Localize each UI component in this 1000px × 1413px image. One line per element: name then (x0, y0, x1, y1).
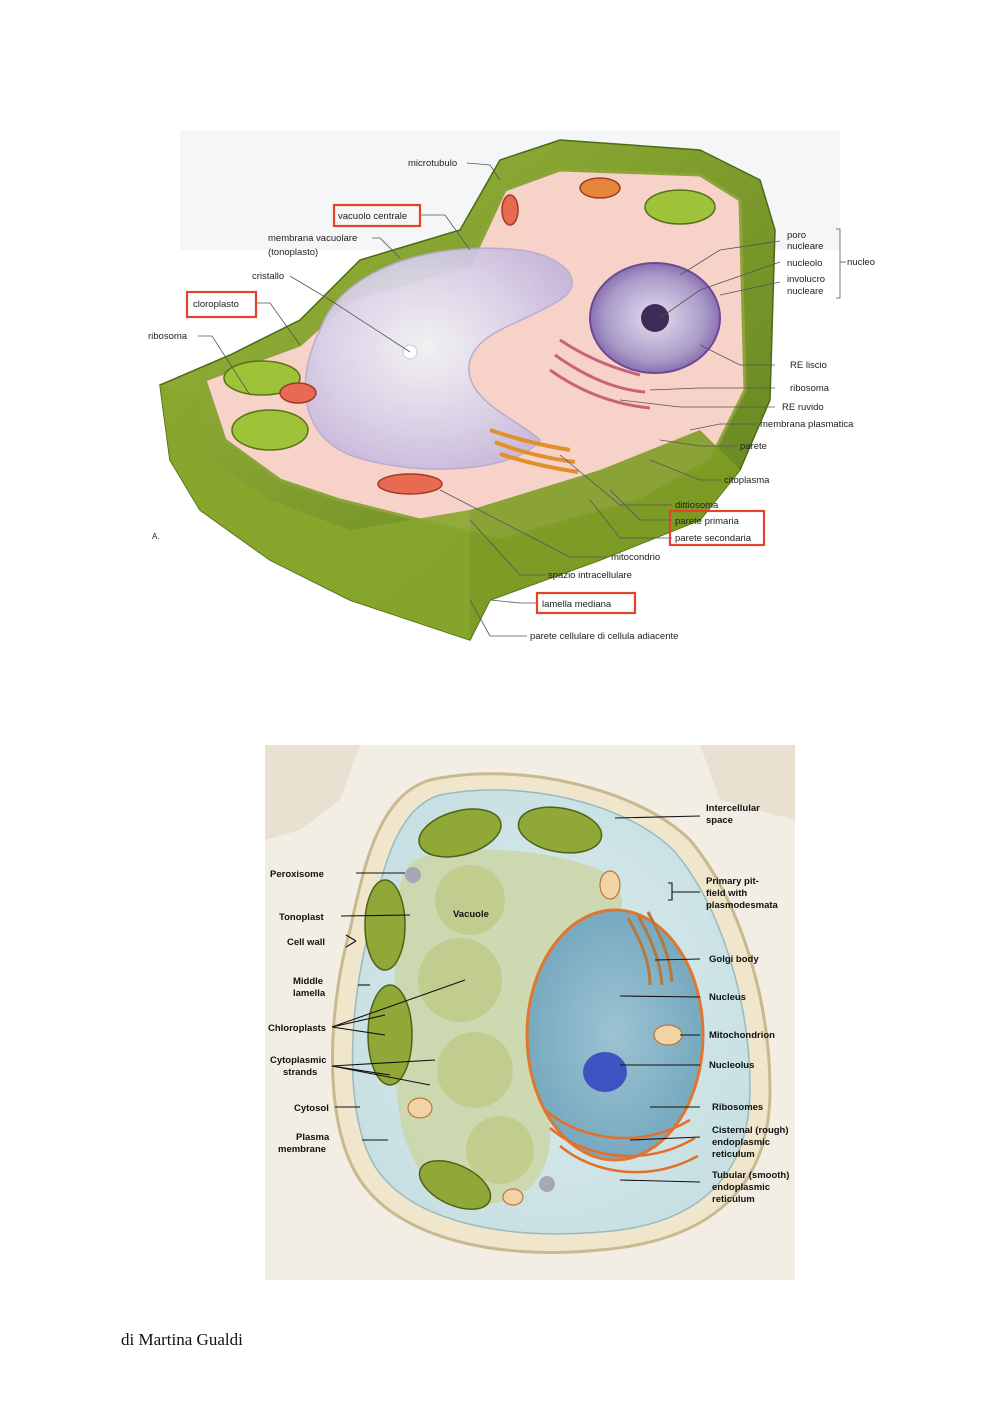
label-microtubulo: microtubulo (408, 158, 457, 169)
label-primary-pit-1: Primary pit- (706, 876, 759, 887)
label-vacuole: Vacuole (453, 909, 489, 920)
plant-cell-3d-illustration: microtubulo vacuolo centrale membrana va… (148, 130, 875, 642)
label-ribosoma-right: ribosoma (790, 383, 830, 394)
label-spazio-intracellulare: spazio intracellulare (548, 570, 632, 581)
plant-cell-section-illustration: Intercellular space Peroxisome Primary p… (265, 745, 795, 1280)
label-tubular-er-3: reticulum (712, 1194, 755, 1205)
label-cisternal-er-2: endoplasmic (712, 1137, 770, 1148)
footer-author: di Martina Gualdi (121, 1330, 243, 1349)
label-parete-primaria: parete primaria (675, 516, 740, 527)
label-dittiosoma: dittiosoma (675, 500, 719, 511)
label-vacuolo-centrale: vacuolo centrale (338, 211, 407, 222)
label-citoplasma: citoplasma (724, 475, 770, 486)
label-plasma-membrane-2: membrane (278, 1144, 326, 1155)
label-cristallo: cristallo (252, 271, 284, 282)
label-nucleolus: Nucleolus (709, 1060, 754, 1071)
label-cloroplasto: cloroplasto (193, 299, 239, 310)
label-cytosol: Cytosol (294, 1103, 329, 1114)
label-plasma-membrane-1: Plasma (296, 1132, 330, 1143)
label-membrana-plasmatica: membrana plasmatica (760, 419, 854, 430)
label-parete: parete (740, 441, 767, 452)
label-ribosomes: Ribosomes (712, 1102, 763, 1113)
label-re-liscio: RE liscio (790, 360, 827, 371)
label-tubular-er-1: Tubular (smooth) (712, 1170, 789, 1181)
label-intercellular-1: Intercellular (706, 803, 760, 814)
label-chloroplasts: Chloroplasts (268, 1023, 326, 1034)
label-tubular-er-2: endoplasmic (712, 1182, 770, 1193)
label-nucleare-2: nucleare (787, 286, 823, 297)
label-tonoplasto: (tonoplasto) (268, 247, 318, 258)
label-cisternal-er-3: reticulum (712, 1149, 755, 1160)
panel-letter: A. (152, 532, 160, 541)
label-involucro: involucro (787, 274, 825, 285)
label-mitocondrio: mitocondrio (611, 552, 660, 563)
label-lamella-mediana: lamella mediana (542, 599, 612, 610)
label-poro: poro (787, 230, 806, 241)
label-cell-wall: Cell wall (287, 937, 325, 948)
label-parete-secondaria: parete secondaria (675, 533, 752, 544)
label-nucleus: Nucleus (709, 992, 746, 1003)
highlight-boxes (185, 203, 766, 615)
label-nucleolo: nucleolo (787, 258, 822, 269)
label-ribosoma-left: ribosoma (148, 331, 188, 342)
label-middle-lamella-1: Middle (293, 976, 323, 987)
label-nucleo: nucleo (847, 257, 875, 268)
label-cytoplasmic-strands-2: strands (283, 1067, 317, 1078)
label-primary-pit-2: field with (706, 888, 747, 899)
label-golgi-body: Golgi body (709, 954, 759, 965)
label-re-ruvido: RE ruvido (782, 402, 824, 413)
label-parete-cellulare-adiacente: parete cellulare di cellula adiacente (530, 631, 678, 642)
label-cytoplasmic-strands-1: Cytoplasmic (270, 1055, 327, 1066)
label-membrana-vacuolare: membrana vacuolare (268, 233, 357, 244)
label-middle-lamella-2: lamella (293, 988, 326, 999)
label-cisternal-er-1: Cisternal (rough) (712, 1125, 789, 1136)
label-primary-pit-3: plasmodesmata (706, 900, 779, 911)
label-tonoplast: Tonoplast (279, 912, 325, 923)
label-nucleare-1: nucleare (787, 241, 823, 252)
label-mitochondrion: Mitochondrion (709, 1030, 775, 1041)
label-intercellular-2: space (706, 815, 733, 826)
label-peroxisome: Peroxisome (270, 869, 324, 880)
